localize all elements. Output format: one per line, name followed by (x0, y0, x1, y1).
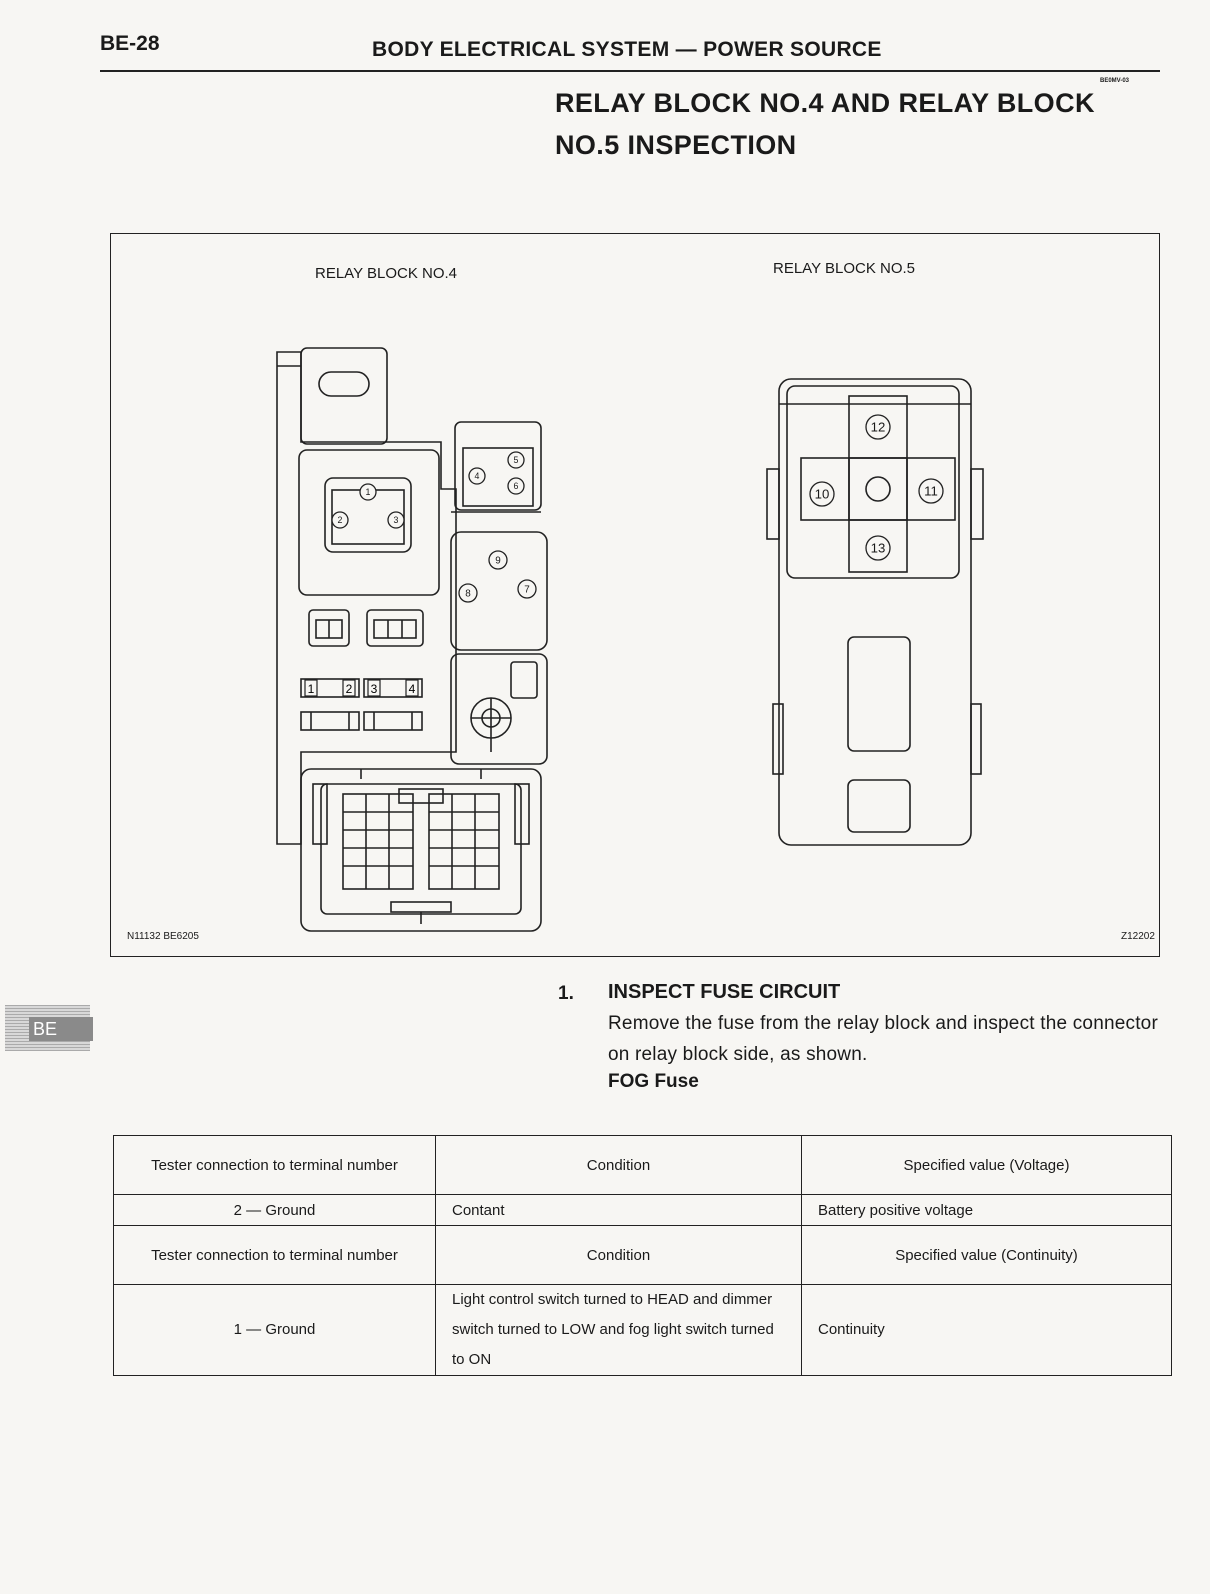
table-header-cell: Specified value (Voltage) (801, 1135, 1172, 1195)
table-header-cell: Tester connection to terminal number (113, 1135, 436, 1195)
fuse-number-box (405, 679, 419, 697)
relay-block-5-drawing (766, 378, 984, 846)
relay-block-4-drawing (276, 347, 548, 932)
terminal-marker (468, 467, 486, 485)
section-title: RELAY BLOCK NO.4 AND RELAY BLOCK NO.5 IN… (555, 82, 1175, 166)
terminal-marker (918, 478, 944, 504)
section-title-line2: NO.5 INSPECTION (555, 130, 797, 160)
page-number: BE-28 (100, 32, 160, 55)
fuse-name: FOG Fuse (608, 1071, 699, 1092)
terminal-number: 11 (924, 484, 938, 499)
terminal-marker (359, 483, 377, 501)
table-header-cell: Condition (435, 1225, 802, 1285)
fuse-number: 4 (409, 682, 416, 696)
figure-label-relay-block-5: RELAY BLOCK NO.5 (773, 260, 916, 277)
terminal-number: 10 (815, 487, 830, 502)
figure-label-relay-block-4: RELAY BLOCK NO.4 (315, 265, 458, 282)
section-code: BE0MV-03 (1100, 78, 1130, 84)
table-header-cell: Tester connection to terminal number (113, 1225, 436, 1285)
terminal-number: 8 (465, 588, 471, 599)
table-cell-value: Battery positive voltage (801, 1194, 1172, 1226)
terminal-marker (488, 550, 508, 570)
terminal-number: 12 (871, 420, 886, 435)
terminal-marker (458, 583, 478, 603)
terminal-number: 3 (394, 515, 399, 525)
terminal-marker (507, 451, 525, 469)
terminal-number: 7 (524, 584, 530, 595)
terminal-marker (865, 535, 891, 561)
figure-code-right: Z12202 (1121, 931, 1155, 942)
table-cell-terminal: 1 — Ground (113, 1284, 436, 1376)
fuse-number: 1 (308, 682, 315, 696)
relay-block-figure: RELAY BLOCK NO.4 RELAY BLOCK NO.5 N11132… (110, 233, 1160, 957)
step-body: Remove the fuse from the relay block and… (608, 1013, 1158, 1065)
terminal-marker (387, 511, 405, 529)
header-rule (100, 70, 1160, 72)
table-row: 2 — Ground Contant Battery positive volt… (113, 1194, 1172, 1226)
terminal-marker (809, 481, 835, 507)
fuse-number: 2 (346, 682, 353, 696)
table-cell-condition: Contant (435, 1194, 802, 1226)
terminal-number: 1 (366, 487, 371, 497)
terminal-number: 5 (514, 455, 519, 465)
table-header-row-voltage: Tester connection to terminal number Con… (113, 1135, 1172, 1195)
terminal-number: 6 (514, 481, 519, 491)
fuse-number: 3 (371, 682, 378, 696)
fuse-number-box (342, 679, 356, 697)
terminal-marker (517, 579, 537, 599)
table-cell-condition: Light control switch turned to HEAD and … (435, 1284, 802, 1376)
running-header: BODY ELECTRICAL SYSTEM — POWER SOURCE (372, 38, 882, 61)
terminal-number: 2 (338, 515, 343, 525)
terminal-number: 13 (871, 541, 886, 556)
table-header-row-continuity: Tester connection to terminal number Con… (113, 1225, 1172, 1285)
section-tab-label: BE (29, 1017, 93, 1041)
terminal-marker (331, 511, 349, 529)
fuse-number-box (367, 679, 381, 697)
terminal-marker (865, 414, 891, 440)
terminal-marker (507, 477, 525, 495)
section-title-line1: RELAY BLOCK NO.4 AND RELAY BLOCK (555, 88, 1095, 118)
section-tab: BE (5, 1005, 93, 1051)
table-cell-terminal: 2 — Ground (113, 1194, 436, 1226)
fuse-number-box (304, 679, 318, 697)
step-number: 1. (558, 983, 574, 1004)
step-title: INSPECT FUSE CIRCUIT (608, 981, 841, 1003)
table-cell-value: Continuity (801, 1284, 1172, 1376)
table-header-cell: Condition (435, 1135, 802, 1195)
figure-code-left: N11132 BE6205 (127, 931, 199, 942)
table-row: 1 — Ground Light control switch turned t… (113, 1284, 1172, 1376)
inspection-spec-table: Tester connection to terminal number Con… (113, 1135, 1172, 1376)
terminal-number: 9 (495, 555, 501, 566)
table-header-cell: Specified value (Continuity) (801, 1225, 1172, 1285)
terminal-number: 4 (475, 471, 480, 481)
